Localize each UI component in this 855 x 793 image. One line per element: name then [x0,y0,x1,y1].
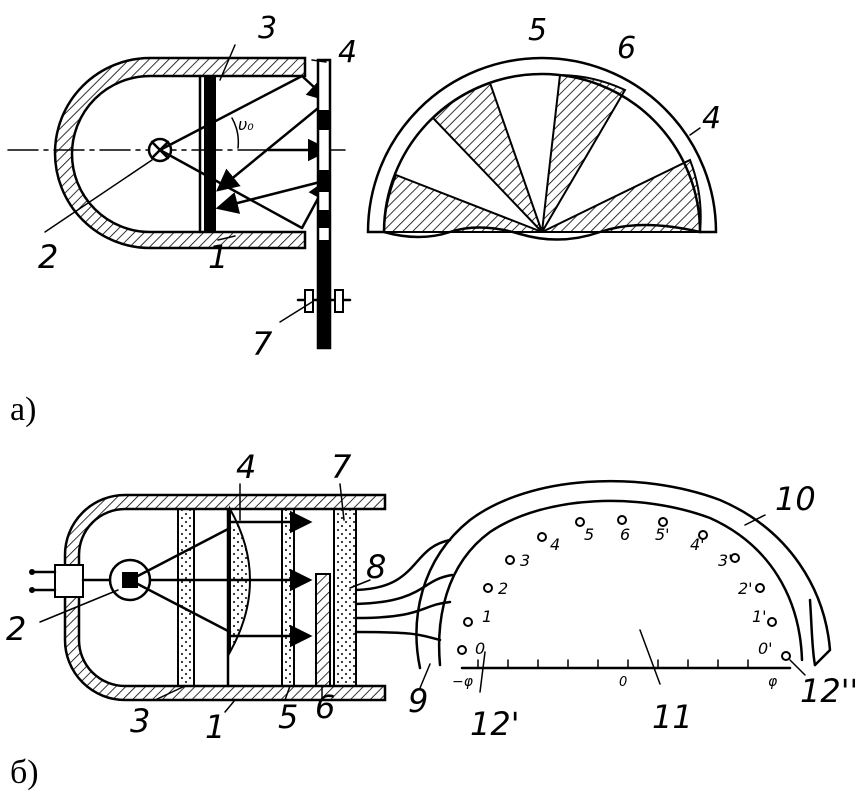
b-label-5: 5 [278,698,298,736]
caption-b: б) [10,754,39,791]
part-b-leaders [39,483,806,713]
b-label-12b: 12'' [800,672,855,710]
b-label-2: 2 [6,610,26,648]
part-b-filter-5 [281,508,295,687]
scale-left-3: 3 [520,551,530,570]
part-a-sensor-housing [53,56,307,250]
part-a-photodetector [204,76,216,231]
scale-left-6: 6 [620,525,630,544]
axis-zero: 0 [619,675,627,690]
b-label-12a: 12' [470,705,520,743]
b-label-9: 9 [408,682,428,720]
scale-right-2: 2' [738,579,753,598]
part-b-sensor-housing [63,493,387,702]
part-a-bearing [296,289,352,313]
scale-left-0: 0 [475,639,485,658]
part-a-coded-disk [316,58,332,350]
scale-left-1: 1 [482,607,492,626]
b-label-1: 1 [205,708,225,746]
a-label-angle: υ₀ [238,115,254,134]
part-b-scale-lines [460,659,792,670]
a-label-6: 6 [617,31,636,66]
a-label-4: 4 [338,35,357,70]
b-label-8: 8 [366,548,386,586]
part-b-filter-3 [177,508,195,687]
part-b-light-rays [128,510,313,648]
a-label-2: 2 [38,238,58,276]
scale-right-3: 3' [718,551,733,570]
part-b-leds [457,515,791,661]
scale-left-4: 4 [550,535,560,554]
a-label-3: 3 [258,11,277,46]
part-b-plug [29,564,114,598]
part-b-dial-10 [415,479,832,670]
scale-right-1: 1' [752,607,767,626]
b-label-11: 11 [652,698,693,736]
a-label-5: 5 [528,13,547,48]
b-label-10: 10 [775,480,816,518]
part-a-angle-arc [231,117,240,149]
axis-phi: φ [768,674,778,690]
scale-left-5: 5 [584,525,594,544]
a-label-fan-4: 4 [702,101,721,136]
a-label-7: 7 [252,325,273,363]
part-a-fan-disk [366,56,718,241]
axis-minus-phi: −φ [452,674,474,690]
a-label-1: 1 [208,238,228,276]
scale-left-2: 2 [498,579,508,598]
scale-right-0: 0' [758,639,773,658]
part-a-light-rays [158,74,331,230]
b-label-7: 7 [331,448,352,486]
scale-right-4: 4' [690,535,705,554]
caption-a: а) [10,391,36,428]
part-a-leaders [44,44,701,323]
b-label-6: 6 [315,688,335,726]
b-label-3: 3 [130,702,150,740]
part-b-shutter-6 [315,573,331,687]
b-label-4: 4 [236,448,256,486]
part-b-fiber-bundle-7 [333,508,357,687]
scale-right-5: 5' [655,525,670,544]
